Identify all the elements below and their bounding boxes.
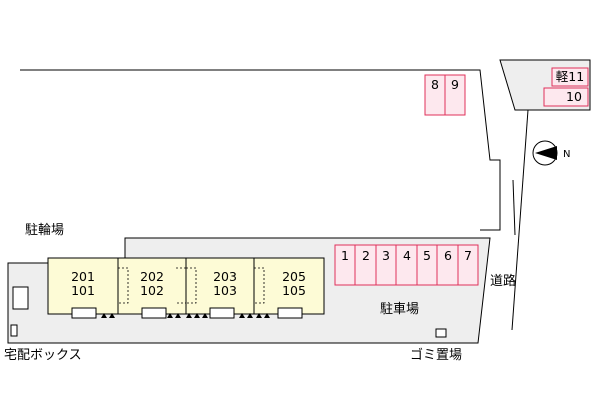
unit-number: 203	[213, 269, 237, 284]
parking-slot-number: 4	[403, 248, 411, 263]
compass-north-label: N	[563, 149, 570, 160]
delivery-box-icon	[10, 324, 18, 337]
building-block: 201 101 202 102 203 103 205 105	[47, 257, 325, 319]
bicycle-parking-box	[12, 286, 29, 310]
parking-slot-number: 6	[444, 248, 452, 263]
unit-number: 201	[71, 269, 95, 284]
parking-slot-number: 9	[451, 77, 459, 92]
parking-slot	[444, 74, 466, 116]
parking-slot	[457, 244, 479, 286]
parking-slot-number: 2	[362, 248, 370, 263]
parking-top: 8 9	[424, 74, 466, 116]
unit-number: 103	[213, 283, 237, 298]
entrance-arrows	[101, 313, 270, 318]
parking-slot-number: 1	[341, 248, 349, 263]
parking-slot-10	[543, 87, 589, 107]
bicycle-parking-label: 駐輪場	[25, 222, 64, 238]
unit-number: 101	[71, 283, 95, 298]
parking-slot-number: 8	[431, 77, 439, 92]
road-edge-right	[511, 109, 529, 331]
unit-202-102	[117, 257, 187, 315]
stair-outline	[118, 267, 129, 304]
stair-outline	[254, 267, 265, 304]
road-edge-left	[512, 179, 516, 236]
garbage-area-icon	[435, 328, 447, 338]
site-boundary	[20, 69, 501, 231]
parking-lot-label: 駐車場	[380, 302, 419, 317]
parking-slot-kei	[551, 67, 589, 87]
unit-number: 202	[140, 269, 164, 284]
entrance	[209, 307, 235, 319]
unit-number: 102	[140, 283, 164, 298]
entrance	[71, 307, 97, 319]
stair-outline	[186, 267, 197, 304]
parking-slot-number: 7	[464, 248, 472, 263]
parking-annex: 軽11 10	[543, 67, 589, 107]
unit-number: 105	[282, 283, 306, 298]
garbage-area-label: ゴミ置場	[410, 347, 462, 363]
entrance	[141, 307, 167, 319]
parking-main: 1 2 3 4 5 6 7	[334, 244, 479, 286]
road-label: 道路	[490, 273, 516, 289]
parking-slot-number: 3	[382, 248, 390, 263]
parking-slot-number: 軽11	[556, 69, 584, 84]
delivery-box-label: 宅配ボックス	[4, 348, 82, 363]
parking-slot-number: 10	[566, 89, 582, 104]
unit-201-101	[47, 257, 119, 315]
unit-number: 205	[282, 269, 306, 284]
entrance	[277, 307, 303, 319]
compass-icon: N	[532, 140, 570, 166]
parking-slot-number: 5	[423, 248, 431, 263]
stair-outline	[176, 267, 187, 304]
